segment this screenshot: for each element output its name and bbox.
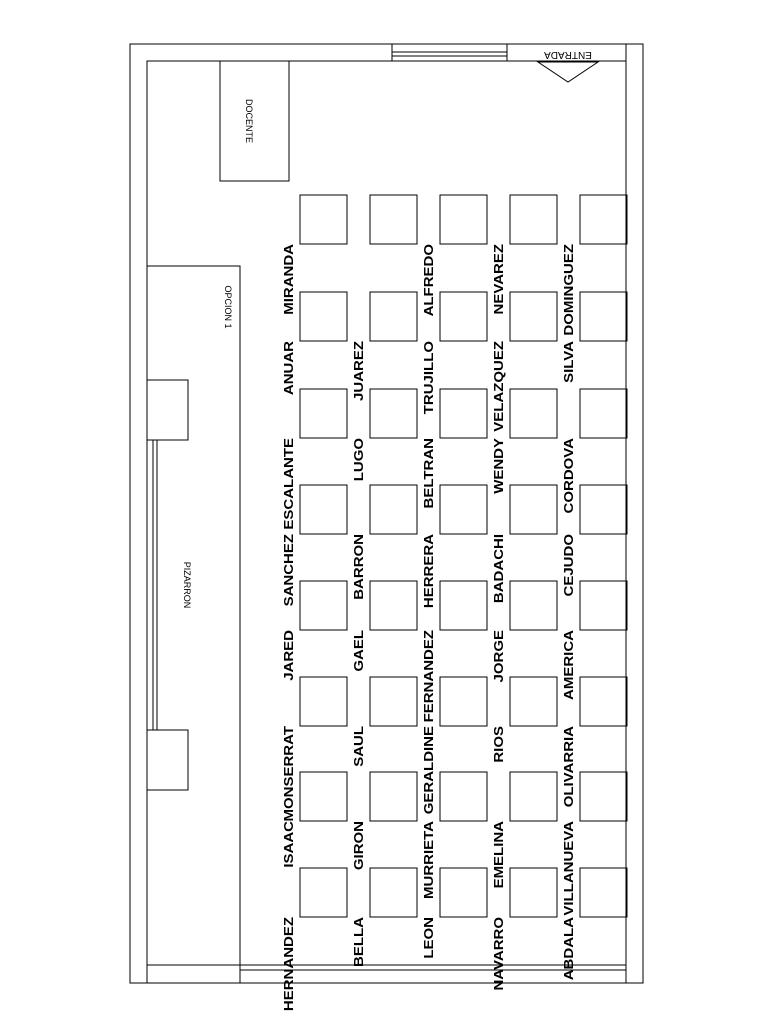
desk bbox=[299, 291, 348, 342]
desk bbox=[369, 867, 418, 918]
desk bbox=[509, 291, 558, 342]
desk bbox=[369, 771, 418, 822]
student-name-label: LEON bbox=[421, 917, 436, 959]
student-name-label: ANUAR bbox=[281, 341, 296, 395]
desk bbox=[299, 388, 348, 439]
student-name-label: ISAAC bbox=[281, 821, 296, 868]
desk bbox=[509, 676, 558, 727]
room-outer-wall bbox=[129, 43, 644, 984]
desk bbox=[579, 194, 628, 245]
student-name-label: NAVARRO bbox=[491, 917, 506, 991]
student-name-label: NEVAREZ bbox=[491, 243, 506, 314]
student-name-label: GIRON bbox=[351, 821, 366, 870]
student-name-label: JORGE bbox=[491, 630, 506, 682]
desk bbox=[509, 484, 558, 535]
student-name-label: VELAZQUEZ bbox=[491, 340, 506, 431]
board-label: PIZARRON bbox=[182, 562, 192, 609]
student-name-label: TRUJILLO bbox=[421, 341, 436, 414]
desk bbox=[509, 771, 558, 822]
student-name-label: MIRANDA bbox=[281, 244, 296, 315]
desk bbox=[299, 676, 348, 727]
student-name-label: AMERICA bbox=[561, 630, 576, 700]
student-name-label: FERNANDEZ bbox=[421, 629, 436, 722]
board-support-top bbox=[146, 379, 189, 441]
teacher-label: DOCENTE bbox=[244, 99, 254, 143]
student-name-label: ALFREDO bbox=[421, 244, 436, 317]
student-name-label: DOMINGUEZ bbox=[561, 243, 576, 335]
desk bbox=[579, 771, 628, 822]
desk bbox=[439, 867, 488, 918]
desk bbox=[439, 388, 488, 439]
desk bbox=[509, 194, 558, 245]
student-name-label: ESCALANTE bbox=[281, 438, 296, 530]
desk bbox=[579, 291, 628, 342]
student-name-label: CORDOVA bbox=[561, 438, 576, 513]
student-name-label: SANCHEZ bbox=[281, 533, 296, 606]
desk bbox=[369, 484, 418, 535]
student-name-label: HERRERA bbox=[421, 534, 436, 608]
student-name-label: CEJUDO bbox=[561, 534, 576, 597]
desk bbox=[439, 580, 488, 631]
student-name-label: WENDY bbox=[491, 437, 506, 494]
student-name-label: MURRIETA bbox=[421, 821, 436, 899]
desk bbox=[579, 484, 628, 535]
option-label: OPCION 1 bbox=[223, 285, 233, 328]
desk bbox=[509, 580, 558, 631]
student-name-label: GAEL bbox=[351, 629, 366, 671]
desk bbox=[369, 291, 418, 342]
student-name-label: MONSERRAT bbox=[281, 725, 296, 821]
desk-grid: MIRANDA ANUAR ESCALANTE SANCHEZ JARED MONSERR… bbox=[281, 194, 628, 1011]
entrance-label: ENTRADA bbox=[544, 49, 592, 60]
desk bbox=[509, 388, 558, 439]
student-name-label: JARED bbox=[281, 630, 296, 681]
room-inner-wall bbox=[146, 60, 627, 966]
desk bbox=[299, 194, 348, 245]
student-name-label: LUGO bbox=[351, 438, 366, 481]
student-name-label: BELTRAN bbox=[421, 438, 436, 508]
student-name-label: BELLA bbox=[351, 917, 366, 967]
student-name-label: BADACHI bbox=[491, 534, 506, 603]
desk bbox=[369, 676, 418, 727]
student-name-label: EMELINA bbox=[491, 821, 506, 888]
desk bbox=[579, 867, 628, 918]
student-name-label: ABDALA bbox=[561, 917, 576, 980]
student-name-label: JUAREZ bbox=[351, 340, 366, 400]
desk bbox=[579, 388, 628, 439]
student-name-label: RIOS bbox=[491, 726, 506, 763]
teacher-desk bbox=[219, 60, 290, 182]
student-name-label: SAUL bbox=[351, 725, 366, 766]
student-name-label: GERALDINE bbox=[421, 726, 436, 814]
board-area bbox=[146, 265, 241, 984]
student-name-label: OLIVARRIA bbox=[561, 726, 576, 807]
desk bbox=[439, 676, 488, 727]
desk bbox=[299, 867, 348, 918]
student-name-label: VILLANUEVA bbox=[561, 821, 576, 916]
student-name-label: SILVA bbox=[561, 341, 576, 383]
entrance-arrow bbox=[536, 61, 600, 83]
desk bbox=[579, 580, 628, 631]
desk bbox=[369, 388, 418, 439]
desk bbox=[299, 580, 348, 631]
desk bbox=[439, 484, 488, 535]
desk bbox=[369, 580, 418, 631]
desk bbox=[369, 194, 418, 245]
desk bbox=[439, 194, 488, 245]
desk bbox=[439, 771, 488, 822]
desk bbox=[579, 676, 628, 727]
desk bbox=[509, 867, 558, 918]
student-name-label: HERNANDEZ bbox=[281, 916, 296, 1011]
desk bbox=[439, 291, 488, 342]
desk bbox=[299, 484, 348, 535]
board-support-bottom bbox=[146, 729, 189, 791]
student-name-label: BARRON bbox=[351, 534, 366, 600]
desk bbox=[299, 771, 348, 822]
